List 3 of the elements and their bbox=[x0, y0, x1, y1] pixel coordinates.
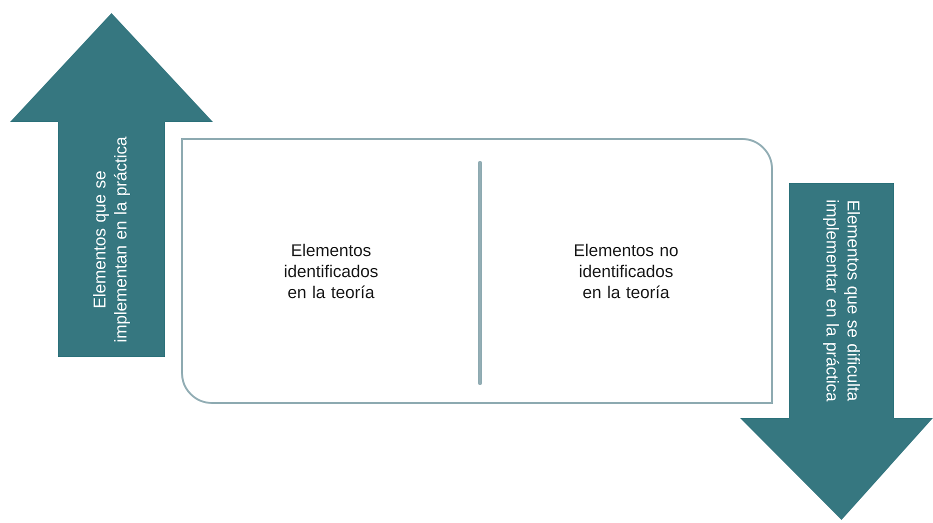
box-text: Elementos identificados en la teoría bbox=[284, 244, 378, 298]
split-box bbox=[181, 138, 773, 404]
box-text: Elementos no identificados en la teoría bbox=[574, 244, 678, 298]
